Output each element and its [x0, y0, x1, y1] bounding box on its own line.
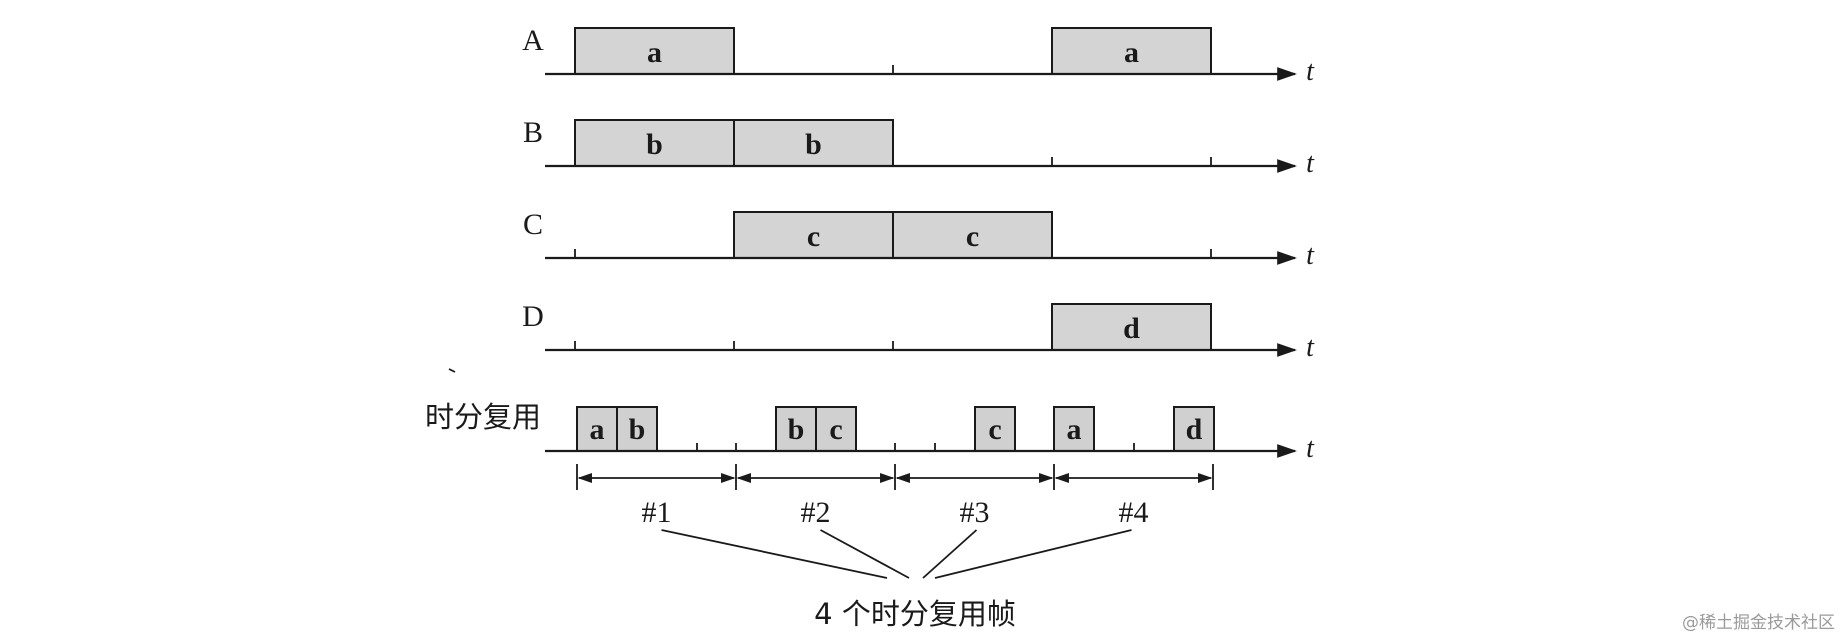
data-block-label: a [647, 36, 662, 69]
data-block-label: b [646, 128, 663, 161]
caption: 4 个时分复用帧 [814, 597, 1016, 631]
frame-label: #1 [642, 496, 672, 529]
data-block [1051, 303, 1212, 351]
row-label: D [522, 300, 544, 333]
row-label: C [523, 208, 543, 241]
mux-label: 时分复用 [425, 400, 541, 434]
time-symbol: t [1306, 332, 1315, 363]
frame-pointer-line [661, 529, 888, 579]
row-label: A [522, 24, 544, 57]
stray-mark [448, 368, 456, 373]
mux-slot-label: d [1186, 413, 1203, 446]
frame-label: #4 [1119, 496, 1149, 529]
mux-slot-label: a [590, 413, 605, 446]
frame-dimensions: #1 #2 #3 #4 [576, 464, 1214, 579]
mux-slot [1053, 406, 1095, 452]
mux-slot-label: c [829, 413, 842, 446]
mux-slot-label: a [1067, 413, 1082, 446]
frame-pointer-line [934, 529, 1132, 579]
time-symbol: t [1306, 148, 1315, 179]
mux-slot-label: b [788, 413, 805, 446]
mux-slot [815, 406, 857, 452]
data-block [574, 27, 735, 75]
mux-slot [974, 406, 1016, 452]
mux-time-symbol: t [1306, 433, 1315, 464]
frame-label: #3 [960, 496, 990, 529]
data-block-label: d [1123, 312, 1140, 345]
time-symbol: t [1306, 56, 1315, 87]
data-block-label: a [1124, 36, 1139, 69]
row-label: B [523, 116, 543, 149]
mux-slot [1173, 406, 1215, 452]
mux-slot [616, 406, 658, 452]
frame-pointer-line [820, 529, 910, 579]
mux-slot [775, 406, 817, 452]
mux-slot [576, 406, 618, 452]
frame-pointer-line [922, 529, 978, 579]
mux-slot-label: b [629, 413, 646, 446]
time-symbol: t [1306, 240, 1315, 271]
watermark: @稀土掘金技术社区 [1682, 613, 1835, 633]
data-block-label: c [966, 220, 979, 253]
data-block-label: c [807, 220, 820, 253]
data-block [1051, 27, 1212, 75]
data-block-label: b [805, 128, 822, 161]
mux-slot-label: c [988, 413, 1001, 446]
frame-label: #2 [801, 496, 831, 529]
